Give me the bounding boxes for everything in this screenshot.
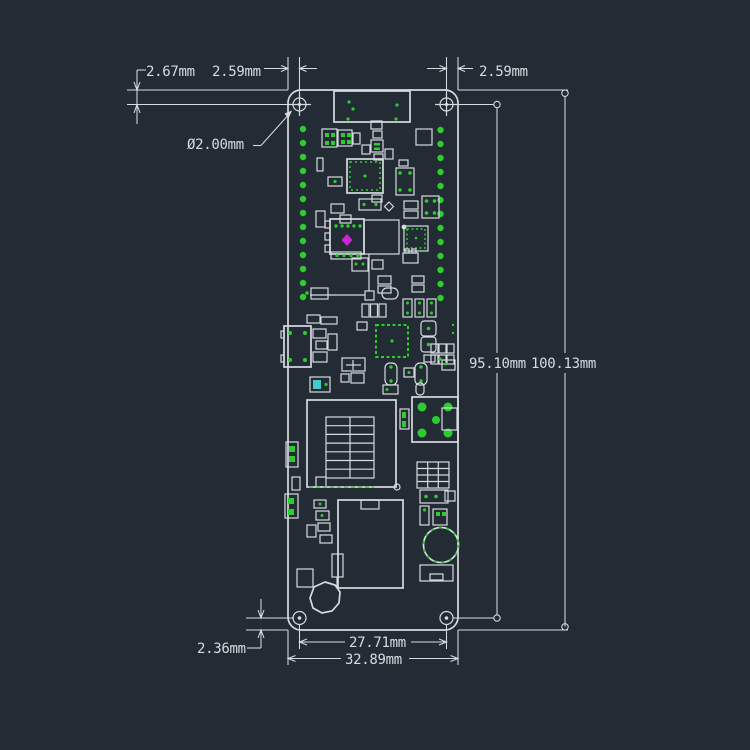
- esp32-chip: [346, 158, 384, 194]
- smd-band-middle: [306, 275, 455, 335]
- dim-label-top-edge-to-hole: 2.67mm: [146, 64, 195, 80]
- smd-part: [384, 148, 394, 160]
- smd-ic-mid-right: [401, 224, 429, 252]
- dim-label-board-height: 100.13mm: [531, 356, 596, 372]
- smd-near-usb: [312, 328, 338, 363]
- gps-chip: [375, 324, 409, 358]
- smd-chain-top-center: [361, 120, 384, 161]
- smd-lower-left: [306, 499, 333, 544]
- dim-label-hole-to-hole-horizontal: 27.71mm: [349, 635, 406, 651]
- cyan-component: [309, 376, 331, 393]
- dim-right-vertical: 95.10mm 100.13mm: [453, 89, 596, 631]
- smd-below-gps: [340, 357, 428, 396]
- battery-pad: [422, 526, 460, 564]
- pcb-board: [280, 89, 460, 631]
- routed-hole: [309, 581, 341, 614]
- bottom-module: [337, 499, 404, 589]
- mounting-hole-top-right: [435, 93, 458, 116]
- shield-outline: [363, 219, 400, 255]
- dim-hole-pitch-horizontal: 27.71mm: [298, 625, 448, 651]
- header-pads-right: [437, 126, 444, 302]
- lora-radio-module: [324, 218, 365, 260]
- header-pads-left: [299, 125, 307, 301]
- mounting-hole-bottom-left: [292, 610, 307, 626]
- mounting-hole-top-left: [288, 93, 311, 116]
- dim-label-board-width: 32.89mm: [345, 652, 402, 668]
- dim-label-right-edge-to-hole: 2.59mm: [479, 64, 528, 80]
- dim-hole-diameter-leader: Ø2.00mm: [187, 110, 292, 153]
- dim-board-width: 32.89mm: [286, 630, 460, 668]
- polarity-marker: [341, 234, 353, 246]
- smd-diamond-part: [383, 201, 395, 212]
- dim-label-left-edge-to-hole: 2.59mm: [212, 64, 261, 80]
- dim-top-left-horizontal: 2.59mm: [212, 57, 317, 99]
- switch-pad-block: [411, 396, 459, 443]
- left-edge-pad-components: [284, 441, 301, 519]
- smd-ic-upper-right: [421, 195, 440, 219]
- smd-bottom-left: [296, 553, 344, 588]
- dim-label-hole-to-hole-vertical: 95.10mm: [469, 356, 526, 372]
- ladder-component: [416, 461, 450, 489]
- smd-ic-right-of-esp32: [395, 159, 415, 196]
- smd-right-of-gps: [420, 320, 456, 371]
- smd-row-mid-top: [358, 194, 419, 219]
- smd-bottom-right: [419, 564, 454, 582]
- smd-square-top-right: [415, 128, 433, 146]
- smd-below-ladder: [419, 489, 456, 526]
- smd-left-of-switch: [399, 408, 410, 430]
- mounting-hole-bottom-right: [439, 610, 454, 626]
- dim-label-bottom-edge-to-hole: 2.36mm: [197, 641, 246, 657]
- smd-cluster-top-left: [321, 128, 361, 148]
- trace-junction: [305, 254, 375, 301]
- grid-module: [306, 399, 401, 491]
- top-connector-footprint: [333, 90, 411, 123]
- dim-top-left-vertical: 2.67mm: [133, 64, 195, 124]
- dimension-annotations: 2.67mm 2.59mm 2.59mm Ø2.00mm: [127, 57, 596, 668]
- smd-left-mid: [315, 157, 352, 228]
- dim-bottom-left-offset: 2.36mm: [197, 599, 294, 657]
- usb-connector: [280, 325, 312, 368]
- dim-top-right-horizontal: 2.59mm: [427, 57, 528, 99]
- dim-label-hole-diameter: Ø2.00mm: [187, 137, 244, 153]
- smd-below-lora: [351, 248, 419, 272]
